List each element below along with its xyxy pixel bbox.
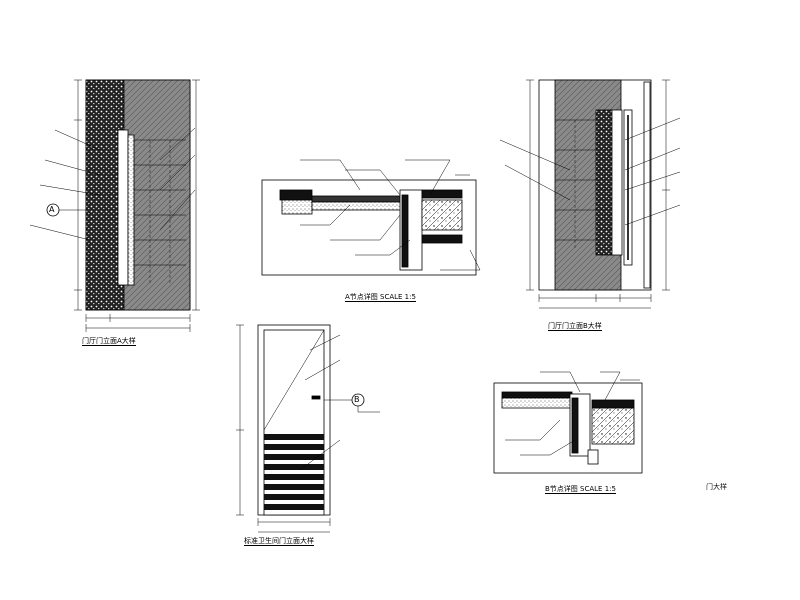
section-b-detail <box>493 371 643 474</box>
elev-a-stone-panel <box>123 79 191 311</box>
elevation-a <box>29 79 200 332</box>
section-a-detail <box>261 159 481 276</box>
section-marker-b-label: B <box>354 395 360 404</box>
section-a-caption: A节点详图 SCALE 1:5 <box>345 293 416 302</box>
watermark-title: 门大样 <box>706 483 727 491</box>
elevation-b <box>499 79 681 309</box>
section-marker-a-label: A <box>49 205 55 214</box>
louver-panel <box>264 434 324 510</box>
elev-a-caption: 门厅门立面A大样 <box>82 337 136 346</box>
elevation-c <box>236 324 380 533</box>
section-b-caption: B节点详图 SCALE 1:5 <box>545 485 616 494</box>
elev-b-caption: 门厅门立面B大样 <box>548 322 602 331</box>
elev-c-caption: 标准卫生间门立面大样 <box>244 537 314 546</box>
